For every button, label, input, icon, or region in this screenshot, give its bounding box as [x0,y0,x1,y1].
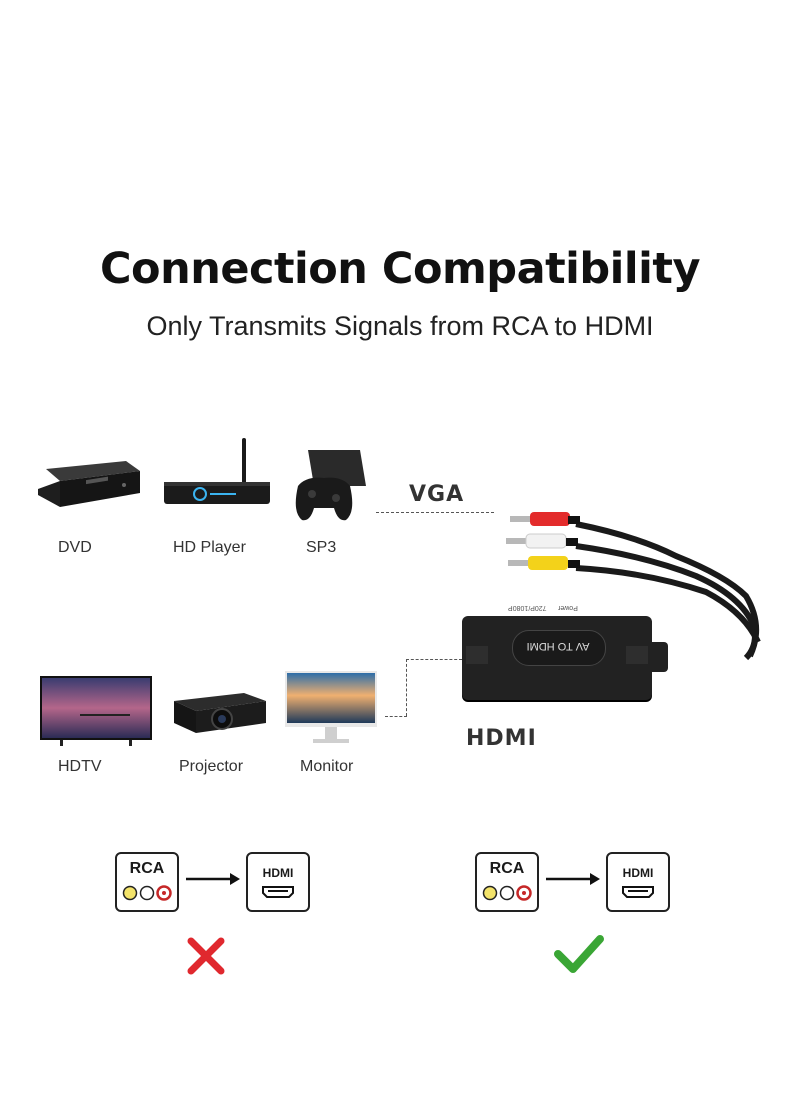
compat-left-hdmi-box: HDMI [246,852,310,912]
compat-right-arrow-icon [546,872,600,886]
compat-left-hdmi-label: HDMI [262,866,294,880]
adapter-right-port [626,646,648,664]
adapter-left-port [466,646,488,664]
compat-left-rca-box: RCA [115,852,179,912]
vga-label: VGA [409,482,465,507]
adapter-power-label: Power [558,604,578,611]
source-label-dvd: DVD [58,539,92,556]
source-label-sp3: SP3 [306,539,337,556]
adapter-mode-label: 720P/1080P [508,604,547,611]
hdmi-port-icon [262,886,294,898]
rca-cable-icon [496,496,776,716]
rca-ports-icon [121,884,173,902]
vga-dashed-line [376,512,494,513]
game-controller-icon [288,446,368,526]
compat-left-rca-label: RCA [129,860,165,877]
display-label-hdtv: HDTV [58,758,102,775]
compat-right-hdmi-label: HDMI [622,866,654,880]
display-label-monitor: Monitor [300,758,354,775]
page-subtitle: Only Transmits Signals from RCA to HDMI [146,311,654,341]
tv-icon [40,676,152,748]
projector-icon [166,689,270,737]
display-label-projector: Projector [179,758,244,775]
checkmark-icon [553,932,605,976]
adapter-main-label: AV TO HDMI [526,640,590,652]
hdmi-port-icon [622,886,654,898]
dvd-player-icon [36,455,142,515]
av-to-hdmi-adapter: AV TO HDMI 720P/1080P Power [462,604,652,700]
compat-right-rca-box: RCA [475,852,539,912]
hdmi-label: HDMI [466,726,537,751]
compat-left-arrow-icon [186,872,240,886]
hdmi-dashed-line-h1 [406,659,462,660]
compat-right-rca-label: RCA [489,860,525,877]
monitor-icon [285,671,377,747]
rca-ports-icon [481,884,533,902]
source-label-hd-player: HD Player [173,539,246,556]
adapter-badge [512,630,606,666]
compat-right-hdmi-box: HDMI [606,852,670,912]
hd-player-icon [160,436,274,508]
page-title: Connection Compatibility [100,244,700,294]
cross-icon [186,936,226,976]
hdmi-dashed-line-v [406,659,407,716]
hdmi-dashed-line-h2 [385,716,407,717]
